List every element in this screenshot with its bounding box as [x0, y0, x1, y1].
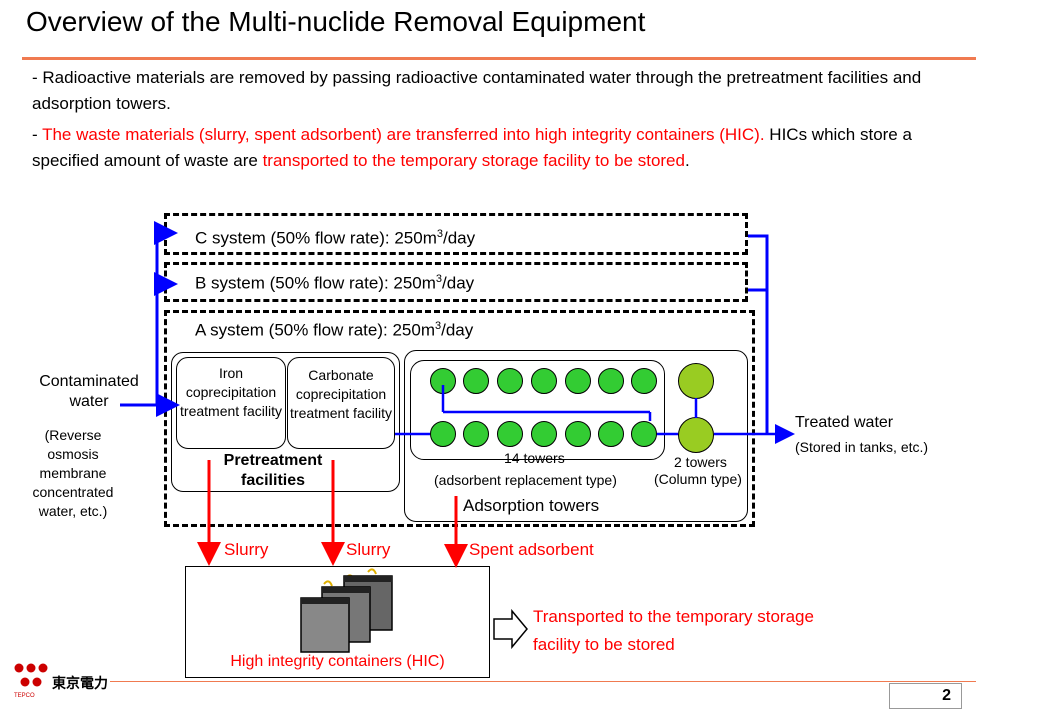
company-name: 東京電力 [52, 675, 108, 691]
bullet-1: - Radioactive materials are removed by p… [32, 68, 922, 113]
tower-circle [565, 368, 591, 394]
bullet-2-red1: The waste materials (slurry, spent adsor… [42, 125, 765, 144]
page-title: Overview of the Multi-nuclide Removal Eq… [26, 6, 646, 37]
iron-facility-label: Iron coprecipitation treatment facility [180, 365, 282, 419]
inflow-lines [120, 221, 180, 417]
iron-facility-box: Iron coprecipitation treatment facility [176, 357, 286, 449]
tower-circle [531, 421, 557, 447]
transport-arrow-icon [493, 608, 528, 650]
towers-14-label: 14 towers [504, 450, 565, 466]
tower-circle [463, 368, 489, 394]
b-system-suffix: /day [442, 273, 475, 293]
tower-circle [565, 421, 591, 447]
internal-flow-lines [395, 385, 795, 444]
tower-circle [430, 368, 456, 394]
c-system-text: C system (50% flow rate): 250m [195, 228, 437, 248]
spent-adsorbent-label: Spent adsorbent [469, 540, 594, 559]
c-system-suffix: /day [442, 228, 476, 248]
a-system-label: A system (50% flow rate): 250m3/day [195, 320, 473, 341]
bullet-2-red2: transported to the temporary storage fac… [262, 151, 685, 170]
hic-containers-icon [300, 568, 393, 653]
adsorption-label: Adsorption towers [463, 496, 600, 515]
outflow-from-c [748, 234, 769, 434]
waste-lines [197, 460, 468, 568]
a-system-sup: 3 [434, 320, 442, 332]
bullet-2-dash: - [32, 125, 43, 144]
contaminated-water-note: (Reverse osmosis membrane concentrated w… [32, 427, 114, 519]
c-system-sup: 3 [436, 228, 443, 240]
b-system-sup: 3 [435, 273, 443, 285]
footer-divider [110, 681, 976, 682]
tepco-logo-icon [14, 663, 48, 687]
tower-circle [497, 421, 523, 447]
tower-circle [430, 421, 456, 447]
towers-2-note: (Column type) [654, 471, 742, 487]
a-system-box [164, 310, 755, 527]
hic-box [185, 566, 490, 678]
company-small-text: TEPCO [14, 693, 35, 699]
carbonate-facility-label: Carbonate coprecipitation treatment faci… [290, 367, 392, 421]
tower-circle [463, 421, 489, 447]
carbonate-facility-box: Carbonate coprecipitation treatment faci… [287, 357, 395, 449]
tower-circle [497, 368, 523, 394]
slurry-label-2: Slurry [346, 540, 391, 559]
treated-water-label: Treated water [795, 414, 894, 431]
column-tower-circle [678, 417, 714, 453]
tower-circle [531, 368, 557, 394]
contaminated-water-label: Contaminated water [39, 373, 139, 410]
transport-label: Transported to the temporary storage fac… [533, 607, 814, 654]
towers-2-label: 2 towers [674, 454, 727, 470]
tower-circle [598, 368, 624, 394]
hic-label: High integrity containers (HIC) [230, 653, 445, 670]
pretreatment-label: Pretreatment facilities [223, 452, 323, 489]
page-number: 2 [889, 683, 962, 709]
outflow-lines [748, 234, 769, 434]
b-system-text: B system (50% flow rate): 250m [195, 273, 436, 293]
title-divider [22, 57, 976, 60]
c-system-label: C system (50% flow rate): 250m3/day [195, 228, 475, 249]
tower-circle [631, 421, 657, 447]
b-system-label: B system (50% flow rate): 250m3/day [195, 273, 474, 294]
treated-water-note: (Stored in tanks, etc.) [795, 439, 929, 455]
towers-14-note: (adsorbent replacement type) [434, 472, 617, 488]
bullet-2-black: HICs which store a specified amount of w… [32, 125, 912, 170]
tower-circle [598, 421, 624, 447]
a-system-suffix: /day [441, 320, 474, 340]
bullet-2: - The waste materials (slurry, spent ads… [32, 122, 972, 174]
tower-circle [631, 368, 657, 394]
bullet-2-end: . [684, 151, 690, 170]
a-system-text: A system (50% flow rate): 250m [195, 320, 435, 340]
slurry-label-1: Slurry [224, 540, 269, 559]
